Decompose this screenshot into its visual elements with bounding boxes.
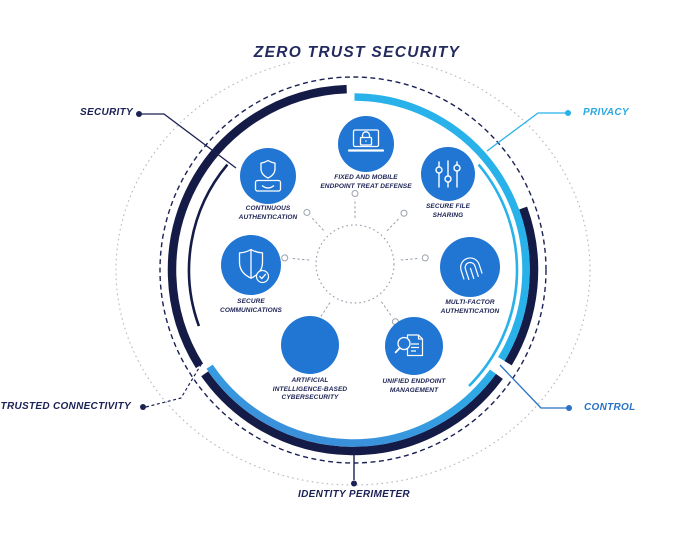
fingerprint-icon xyxy=(460,257,483,281)
ring-arc-blue-bottom xyxy=(206,364,497,447)
label-continuous-authentication: CONTINUOUS AUTHENTICATION xyxy=(238,205,298,221)
node-secure-communications xyxy=(221,235,281,295)
control-connector xyxy=(499,364,572,411)
label-secure-communications: SECURE COMMUNICATIONS xyxy=(220,298,282,314)
hub-spokes xyxy=(281,190,429,327)
ring-arc-thin-cyan xyxy=(468,163,519,387)
laptop-lock-icon xyxy=(347,129,385,152)
label-identity-perimeter: IDENTITY PERIMETER xyxy=(298,489,410,500)
shield-check-icon xyxy=(238,248,270,284)
document-search-icon xyxy=(394,334,424,357)
label-unified-endpoint-management: UNIFIED ENDPOINT MANAGEMENT xyxy=(382,378,446,394)
dashed-navy-circle xyxy=(159,76,547,464)
trusted-connectivity-connector xyxy=(140,362,203,410)
node-endpoint-defense xyxy=(338,116,394,172)
ring-arc-navy-bottom xyxy=(201,371,503,456)
label-secure-file-sharing: SECURE FILE SHARING xyxy=(425,203,471,219)
label-endpoint-defense: FIXED AND MOBILE ENDPOINT TREAT DEFENSE xyxy=(320,174,412,190)
label-multi-factor-authentication: MULTI-FACTOR AUTHENTICATION xyxy=(440,299,500,315)
sliders-icon xyxy=(435,160,461,188)
node-secure-file-sharing xyxy=(421,147,475,201)
label-privacy: PRIVACY xyxy=(583,107,629,118)
node-ai-cybersecurity xyxy=(281,316,339,374)
node-unified-endpoint-management xyxy=(385,317,443,375)
label-control: CONTROL xyxy=(584,402,636,413)
ring-arc-navy-right xyxy=(504,206,539,366)
privacy-connector xyxy=(486,110,571,152)
label-security: SECURITY xyxy=(80,107,133,118)
label-trusted-connectivity: TRUSTED CONNECTIVITY xyxy=(0,401,131,412)
ring-arc-navy-left xyxy=(167,84,347,369)
node-continuous-authentication xyxy=(240,148,296,204)
label-ai-cybersecurity: ARTIFICIAL INTELLIGENCE-BASED CYBERSECUR… xyxy=(272,377,348,402)
node-multi-factor-authentication xyxy=(440,237,500,297)
ring-arc-cyan-right xyxy=(354,93,530,362)
hub-dotted-circle xyxy=(315,224,395,304)
ring-arc-thin-navy xyxy=(187,163,229,327)
security-connector xyxy=(136,111,237,169)
page-title: ZERO TRUST SECURITY xyxy=(243,44,471,62)
user-authentication-icon xyxy=(254,159,282,192)
identity-perimeter-connector xyxy=(351,451,357,487)
